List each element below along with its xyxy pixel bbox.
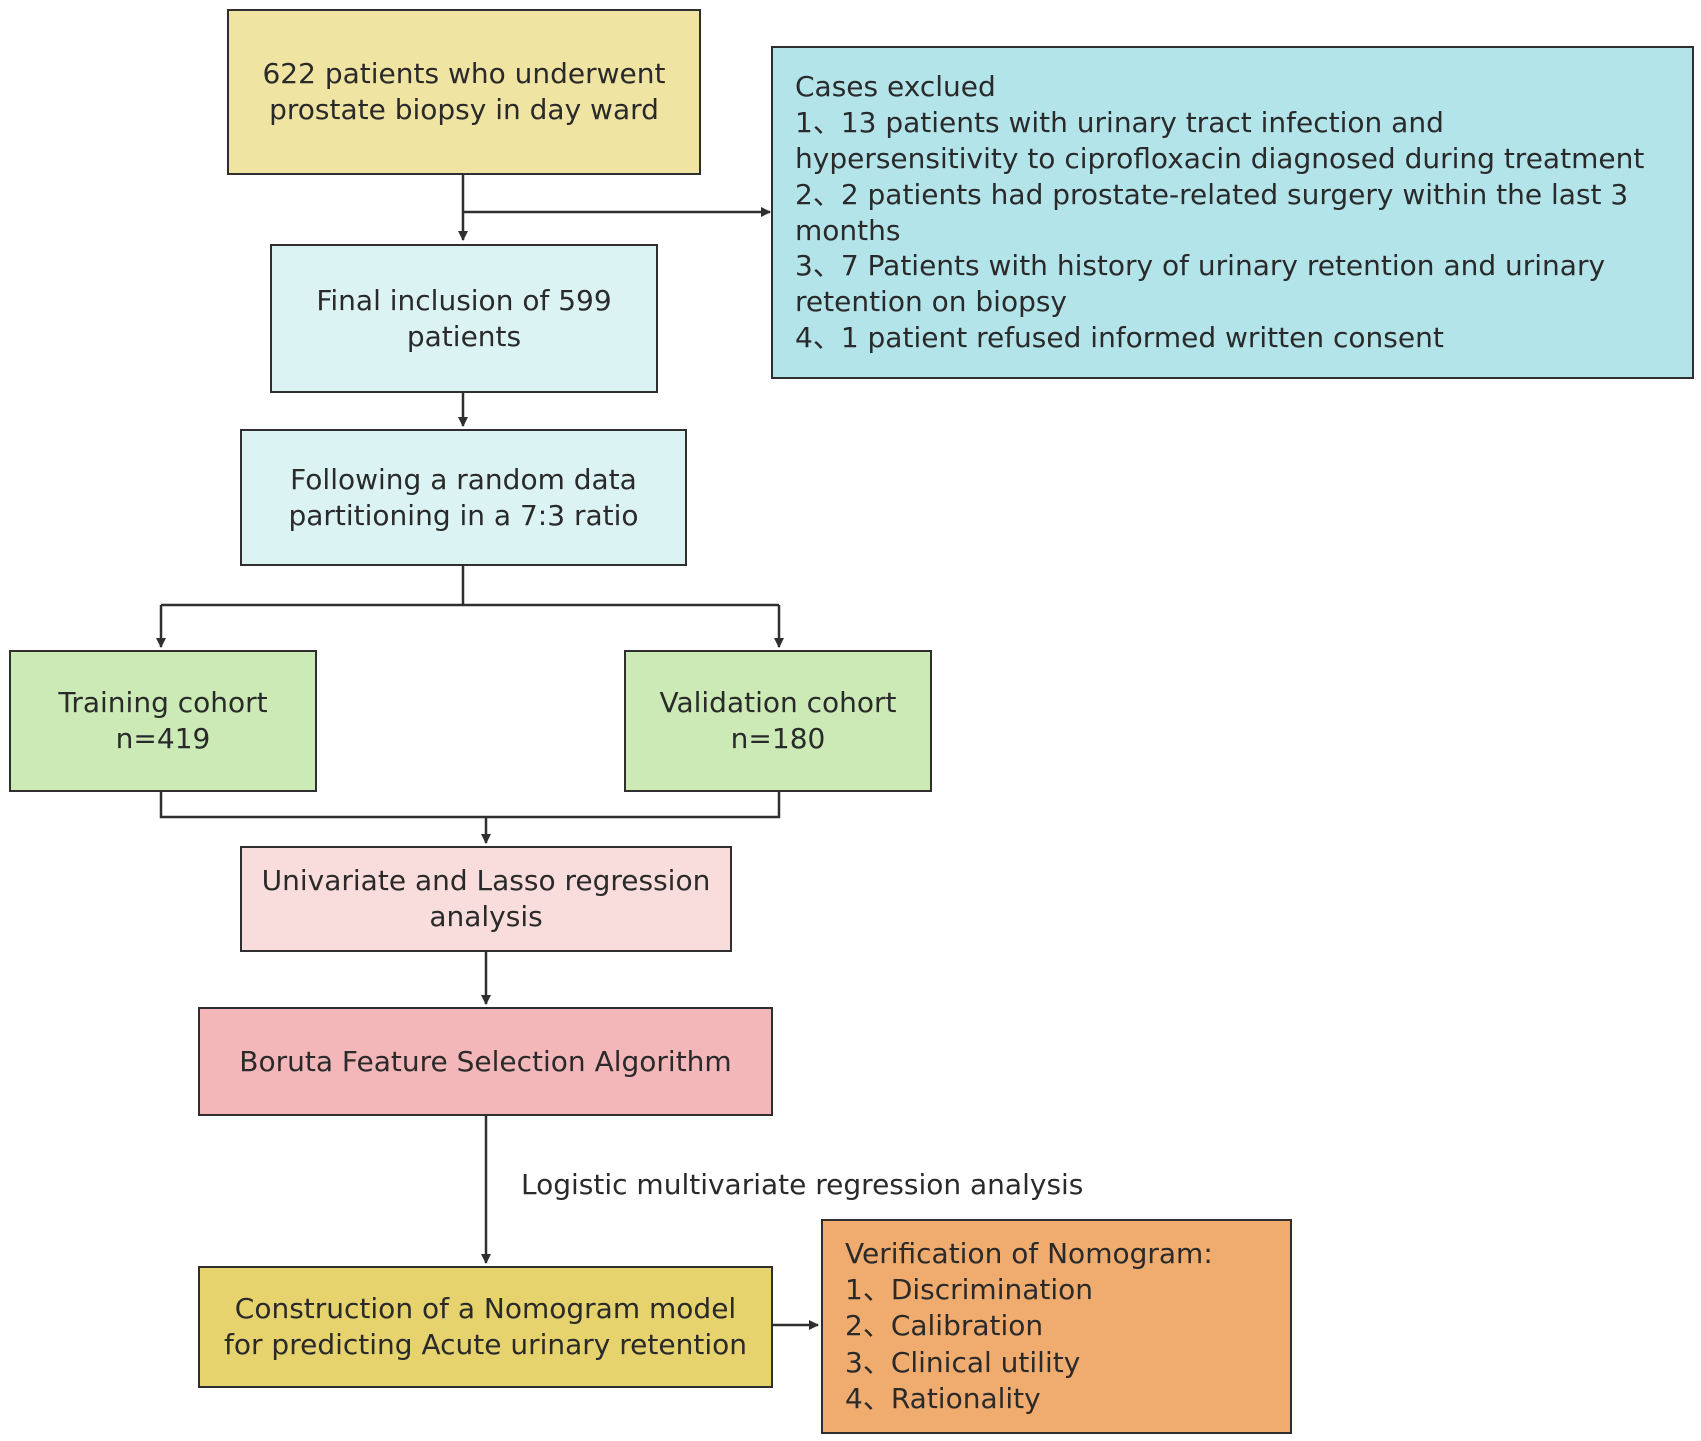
univariate-lasso-box: Univariate and Lasso regression analysis xyxy=(240,846,732,952)
logistic-regression-label: Logistic multivariate regression analysi… xyxy=(521,1168,1084,1201)
excluded-cases-box: Cases exclued 1、13 patients with urinary… xyxy=(771,46,1694,379)
validation-cohort-box: Validation cohort n=180 xyxy=(624,650,932,792)
partition-line-1: Following a random data xyxy=(290,462,637,496)
nomogram-construction-line-1: Construction of a Nomogram model xyxy=(234,1292,737,1326)
nomogram-construction-box: Construction of a Nomogram model for pre… xyxy=(198,1266,773,1388)
start-box-line-1: 622 patients who underwent xyxy=(262,57,666,91)
training-cohort-box: Training cohort n=419 xyxy=(9,650,317,792)
nomogram-construction-line-2: for predicting Acute urinary retention xyxy=(224,1328,747,1361)
verification-item-2: 2、Calibration xyxy=(845,1309,1044,1343)
excluded-item-2: 2、2 patients had prostate-related surger… xyxy=(795,177,1629,247)
verification-title: Verification of Nomogram: xyxy=(845,1237,1213,1271)
verification-item-3: 3、Clinical utility xyxy=(845,1345,1081,1379)
validation-cohort-count: n=180 xyxy=(730,722,826,755)
boruta-box: Boruta Feature Selection Algorithm xyxy=(198,1007,773,1116)
training-cohort-label: Training cohort xyxy=(58,686,268,720)
training-cohort-count: n=419 xyxy=(115,722,211,755)
excluded-cases-title: Cases exclued xyxy=(795,70,996,104)
final-inclusion-line-2: patients xyxy=(406,319,522,353)
final-inclusion-line-1: Final inclusion of 599 xyxy=(316,283,612,317)
verification-item-4: 4、Rationality xyxy=(845,1381,1041,1415)
univariate-lasso-line-2: analysis xyxy=(429,900,543,933)
verification-box: Verification of Nomogram: 1、Discriminati… xyxy=(821,1219,1292,1434)
excluded-item-3: 3、7 Patients with history of urinary ret… xyxy=(795,249,1606,319)
excluded-item-4: 4、1 patient refused informed written con… xyxy=(795,320,1444,354)
cohort-merge-line xyxy=(159,792,781,843)
boruta-label: Boruta Feature Selection Algorithm xyxy=(239,1044,732,1078)
verification-item-1: 1、Discrimination xyxy=(845,1273,1094,1307)
partition-split-line xyxy=(161,566,779,607)
partition-line-2: partitioning in a 7:3 ratio xyxy=(288,498,639,532)
start-box-line-2: prostate biopsy in day ward xyxy=(269,93,659,126)
validation-cohort-label: Validation cohort xyxy=(659,686,897,720)
start-box: 622 patients who underwent prostate biop… xyxy=(227,9,701,175)
final-inclusion-box: Final inclusion of 599 patients xyxy=(270,244,658,393)
univariate-lasso-line-1: Univariate and Lasso regression xyxy=(261,864,711,898)
excluded-item-1: 1、13 patients with urinary tract infecti… xyxy=(795,106,1645,175)
partition-box: Following a random data partitioning in … xyxy=(240,429,687,566)
